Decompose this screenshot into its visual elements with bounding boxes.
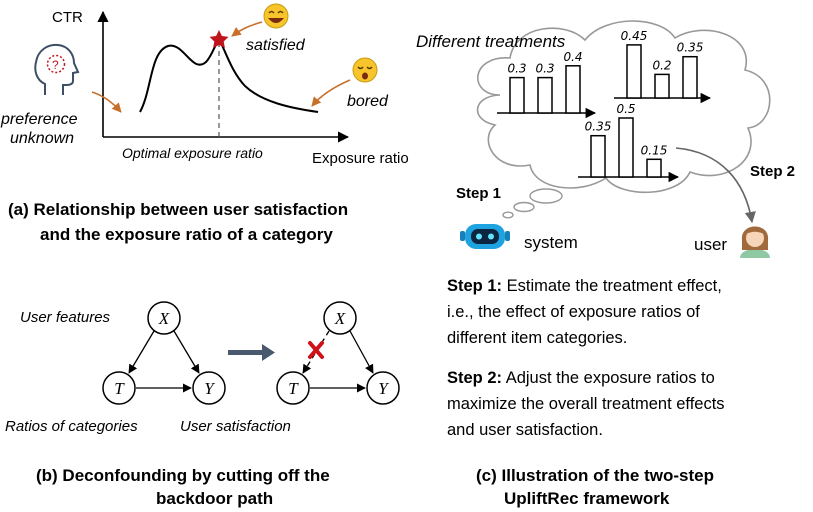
robot-icon <box>460 224 510 249</box>
user-features-label: User features <box>20 309 111 326</box>
step2-desc-line2: maximize the overall treatment effects <box>447 395 725 413</box>
cloud-title: Different treatments <box>416 32 566 51</box>
cut-mark-icon <box>308 341 324 359</box>
treatment-bar <box>682 55 698 99</box>
optimal-ratio-label: Optimal exposure ratio <box>122 145 263 161</box>
node-y-right-label: Y <box>378 379 389 398</box>
svg-text:?: ? <box>52 58 59 72</box>
step1-desc-line1: Step 1: Estimate the treatment effect, <box>447 277 722 295</box>
treatment-bar-label: 0.4 <box>563 50 582 64</box>
user-label: user <box>694 235 727 254</box>
panel-b: User features X T Y Ratios of categories… <box>5 301 400 508</box>
treatment-bar <box>646 158 662 178</box>
thought-bubble-3 <box>502 211 514 219</box>
node-x-right <box>323 301 357 335</box>
ratios-label: Ratios of categories <box>5 418 138 435</box>
node-t-left-label: T <box>114 379 125 398</box>
preference-label-line2: unknown <box>10 130 74 147</box>
node-t-right-label: T <box>288 379 299 398</box>
satisfied-arrow <box>231 21 263 37</box>
step1-tag: Step 1 <box>456 185 501 202</box>
treatment-bar-label: 0.35 <box>585 120 612 134</box>
thought-bubble-2 <box>513 201 535 213</box>
treatment-charts: 0.3 0.3 0.4 0.45 0.2 0.35 0.35 0.5 0.15 <box>497 29 712 183</box>
edge-x-t-left <box>128 330 155 374</box>
treatment-bar-label: 0.15 <box>641 143 668 157</box>
caption-b-line2: backdoor path <box>156 489 273 508</box>
optimal-star-icon <box>209 30 229 48</box>
preference-label-line1: preference <box>0 111 78 128</box>
preference-arrow <box>91 91 122 113</box>
edge-x-y-left <box>173 330 200 374</box>
step2-desc-line3: and user satisfaction. <box>447 421 603 439</box>
node-x-left <box>147 301 181 335</box>
bored-label: bored <box>347 93 389 110</box>
thought-bubble-1 <box>529 188 563 204</box>
treatment-bar-label: 0.35 <box>677 41 704 55</box>
panel-a: CTR Exposure ratio Optimal exposure rati… <box>0 3 409 244</box>
node-x-right-label: X <box>334 309 346 328</box>
y-axis-label: CTR <box>52 9 83 26</box>
caption-b-line1: (b) Deconfounding by cutting off the <box>36 466 330 485</box>
transform-arrow-icon <box>228 344 275 361</box>
user-avatar-icon <box>740 226 770 258</box>
bored-arrow <box>311 79 351 107</box>
ctr-curve <box>139 38 319 113</box>
treatment-bar-label: 0.3 <box>507 62 526 76</box>
treatment-bar <box>618 117 634 178</box>
node-y-left <box>192 371 226 405</box>
treatment-bar-label: 0.45 <box>621 29 648 43</box>
treatment-bar <box>654 73 670 99</box>
step1-desc-line2: i.e., the effect of exposure ratios of <box>447 303 700 321</box>
treatment-bar <box>537 76 553 114</box>
node-y-left-label: Y <box>204 379 215 398</box>
node-t-left <box>102 371 136 405</box>
step2-tag: Step 2 <box>750 163 795 180</box>
system-label: system <box>524 233 578 252</box>
satisfied-emoji-icon <box>263 3 289 29</box>
caption-c-line2: UpliftRec framework <box>504 489 670 508</box>
treatment-bar-label: 0.5 <box>616 102 635 116</box>
step2-arrow <box>675 147 756 224</box>
treatment-bar <box>565 65 581 114</box>
edge-x-y-right <box>349 330 374 374</box>
caption-c-line1: (c) Illustration of the two-step <box>476 466 714 485</box>
head-question-icon: ? <box>34 43 80 95</box>
satisfied-label: satisfied <box>246 37 306 54</box>
user-satisfaction-label: User satisfaction <box>180 418 291 435</box>
node-x-left-label: X <box>158 309 170 328</box>
treatment-bar <box>509 76 525 114</box>
treatment-bar <box>626 44 642 99</box>
treatment-bar <box>590 134 606 178</box>
caption-a-line1: (a) Relationship between user satisfacti… <box>8 200 348 219</box>
bored-emoji-icon <box>352 57 378 83</box>
node-y-right <box>366 371 400 405</box>
node-t-right <box>276 371 310 405</box>
step1-desc-line3: different item categories. <box>447 329 627 347</box>
x-axis-label: Exposure ratio <box>312 150 409 167</box>
treatment-bar-label: 0.2 <box>652 58 671 72</box>
treatment-bar-label: 0.3 <box>535 62 554 76</box>
caption-a-line2: and the exposure ratio of a category <box>40 225 333 244</box>
step2-desc-line1: Step 2: Adjust the exposure ratios to <box>447 369 715 387</box>
